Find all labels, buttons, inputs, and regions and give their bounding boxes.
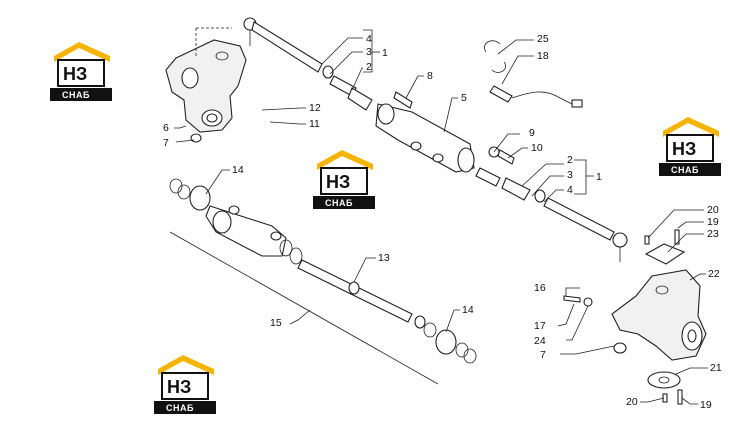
watermark-logo: НЗ СНАБ [659,117,721,176]
callout-1b: 1 [596,171,602,183]
callout-17: 17 [534,320,546,332]
callout-7b: 7 [540,349,546,361]
callout-20: 20 [707,204,719,216]
callout-15: 15 [270,317,282,329]
callout-8: 8 [427,70,433,82]
callout-4: 4 [366,33,372,45]
callout-3: 3 [366,46,372,58]
callout-21: 21 [710,362,722,374]
callout-11: 11 [309,118,320,130]
watermark-caption: СНАБ [671,165,699,175]
callout-10: 10 [531,142,543,154]
watermark-letters: НЗ [167,377,191,397]
steering-cylinder-upper [375,91,515,173]
callout-24: 24 [534,335,546,347]
upper-tie-rod [243,17,373,111]
callout-2: 2 [366,61,372,73]
right-steering-knuckle [563,229,707,405]
callout-20b: 20 [626,396,638,408]
callout-25: 25 [537,33,549,45]
callout-19b: 19 [700,399,712,411]
callout-14b: 14 [462,304,474,316]
callout-14: 14 [232,164,244,176]
callout-5: 5 [461,92,467,104]
watermark-logo: НЗ СНАБ [313,150,375,209]
watermark-caption: СНАБ [166,403,194,413]
callout-16: 16 [534,282,546,294]
callout-13: 13 [378,252,390,264]
callout-1: 1 [382,47,388,59]
callout-6: 6 [163,122,169,134]
left-steering-knuckle [165,27,247,143]
steering-cylinder-lower [169,178,477,364]
leader-lines [174,29,708,405]
watermark-letters: НЗ [672,139,696,159]
callout-labels: 4 3 1 2 6 7 8 5 12 11 9 10 25 18 2 3 1 4… [163,33,722,411]
callout-7: 7 [163,137,169,149]
callout-3b: 3 [567,169,573,181]
lower-tie-rod [475,167,628,262]
callout-4b: 4 [567,184,573,196]
watermark-logo: НЗ СНАБ [154,355,216,414]
center-line [169,231,439,385]
watermark-logo: НЗ СНАБ [50,42,112,101]
callout-22: 22 [708,268,720,280]
callout-19: 19 [707,216,719,228]
watermark-caption: СНАБ [325,198,353,208]
callout-12: 12 [309,102,321,114]
callout-9: 9 [529,127,535,139]
watermark-caption: СНАБ [62,90,90,100]
callout-18: 18 [537,50,549,62]
callout-23: 23 [707,228,719,240]
callout-2b: 2 [567,154,573,166]
watermark-letters: НЗ [326,172,350,192]
watermark-letters: НЗ [63,64,87,84]
sensor-and-clips [484,40,583,108]
